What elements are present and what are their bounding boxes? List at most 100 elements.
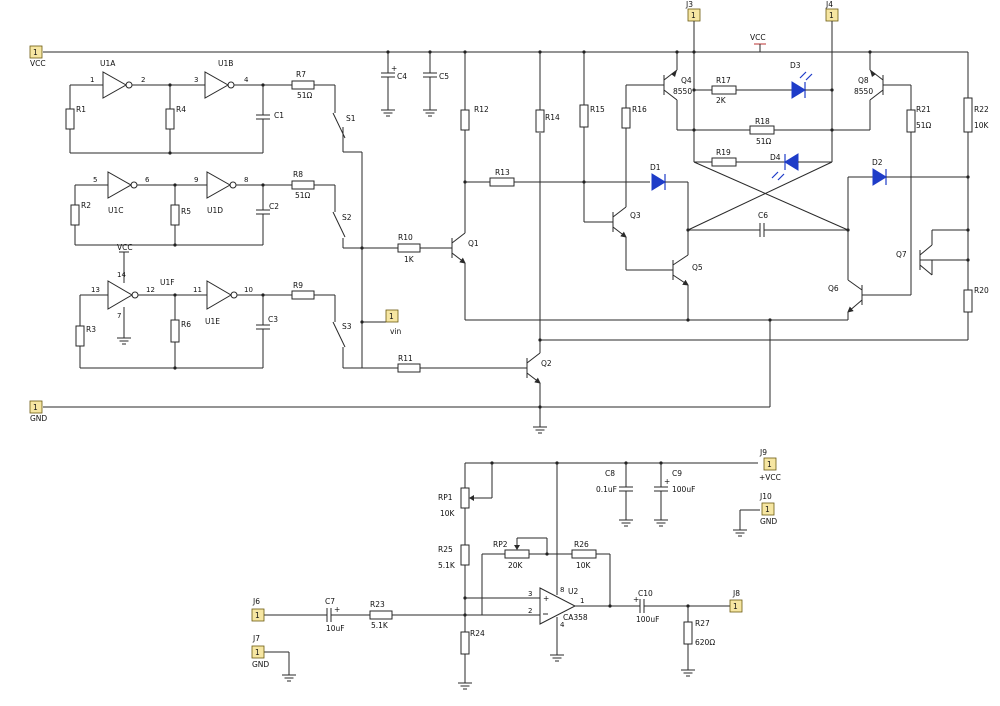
pin-label: 9	[194, 176, 198, 184]
resistor-r15: R15	[590, 105, 605, 114]
capacitor-c5: C5	[439, 72, 449, 81]
resistor-r24: R24	[470, 629, 485, 638]
resistor-r1: R1	[76, 105, 86, 114]
resistor-r7: R7	[296, 70, 306, 79]
polarity-mark: +	[391, 64, 397, 73]
pot-rp1-label: RP1	[438, 493, 453, 502]
resistor-r12: R12	[474, 105, 489, 114]
resistor-r8-value: 51Ω	[295, 191, 311, 200]
pin-label: 3	[194, 76, 198, 84]
resistor-r21-value: 51Ω	[916, 121, 932, 130]
pin-label: 3	[528, 590, 532, 598]
h-bridge-cross: C6	[686, 161, 850, 237]
diode-d3-label: D3	[790, 61, 801, 70]
resistor-r6: R6	[181, 320, 191, 329]
diode-d4-label: D4	[770, 153, 781, 162]
vin-port[interactable]: 1 vin	[385, 309, 402, 336]
h-bridge-right: Q8 8550 R21 51Ω R22 10K D2 Q6 Q7 R20	[768, 50, 990, 322]
pin-label: 2	[528, 607, 532, 615]
resistor-r26-value: 10K	[576, 561, 592, 570]
pot-rp2-label: RP2	[493, 540, 508, 549]
j4-port[interactable]: J4 1	[825, 0, 839, 162]
opamp-ref: U2	[568, 587, 578, 596]
port-ref: J3	[685, 0, 693, 9]
indicator-network-2: R19 D4	[694, 148, 832, 181]
switch-s1-label: S1	[346, 114, 356, 123]
port-ref: J9	[759, 448, 767, 457]
resistor-r8: R8	[293, 170, 303, 179]
j9-port[interactable]: J9 1 +VCC	[759, 448, 781, 482]
pot-rp1-value: 10K	[440, 509, 456, 518]
gate-u1c-label: U1C	[108, 206, 124, 215]
port-number: 1	[765, 505, 770, 514]
pin-label: 4	[560, 621, 565, 629]
port-label: GND	[760, 517, 777, 526]
resistor-r4: R4	[176, 105, 186, 114]
transistor-q8-label: Q8	[858, 76, 869, 85]
port-number: 1	[389, 312, 394, 321]
pin-label: 10	[244, 286, 253, 294]
j7-port[interactable]: J7 1 GND	[251, 634, 269, 669]
pin-label: 8	[244, 176, 248, 184]
switch-s3[interactable]: S3	[332, 321, 352, 348]
j10-port[interactable]: J10 1 GND	[759, 492, 777, 526]
resistor-r25-value: 5.1K	[438, 561, 456, 570]
pot-rp2-value: 20K	[508, 561, 524, 570]
switch-s1[interactable]: S1	[332, 112, 356, 152]
switch-bus	[342, 151, 398, 369]
vcc-input-port[interactable]: 1 VCC	[29, 45, 46, 68]
port-label: +VCC	[759, 473, 781, 482]
transistor-q3-label: Q3	[630, 211, 641, 220]
gnd-input-port[interactable]: 1 GND	[29, 400, 47, 423]
pin-label: 7	[117, 312, 121, 320]
transistor-q4-value: 8550	[673, 87, 692, 96]
port-number: 1	[33, 48, 38, 57]
port-label: VCC	[30, 59, 46, 68]
top-vcc-symbol: VCC	[750, 33, 766, 52]
gate-u1e-label: U1E	[205, 317, 220, 326]
gate-u1a-label: U1A	[100, 59, 116, 68]
pin-label: 8	[560, 586, 564, 594]
port-label: vin	[390, 327, 402, 336]
switch-s2-label: S2	[342, 213, 352, 222]
capacitor-c9-value: 100uF	[672, 485, 695, 494]
polarity-mark: +	[334, 605, 340, 614]
pin-label: 14	[117, 271, 126, 279]
resistor-r10-value: 1K	[404, 255, 415, 264]
port-number: 1	[829, 11, 834, 20]
port-number: 1	[691, 11, 696, 20]
port-ref: J7	[252, 634, 260, 643]
capacitor-c8: C8	[605, 469, 615, 478]
h-bridge-q5: D1 Q5	[582, 163, 703, 322]
power-rails	[43, 51, 969, 408]
u1f-vcc-label: VCC	[117, 243, 133, 252]
resistor-r20: R20	[974, 286, 989, 295]
pin-label: 13	[91, 286, 100, 294]
resistor-r23: R23	[370, 600, 385, 609]
driver-q2: R11 Q2	[397, 133, 552, 434]
indicator-network: R17 2K D3 R18 51Ω	[677, 61, 870, 146]
gate-u1d-label: U1D	[207, 206, 223, 215]
oscillator-1: U1A 1 2 U1B 3 4 R1 R4 C1 R7 51Ω	[65, 59, 336, 155]
j6-port[interactable]: J6 1	[251, 597, 265, 622]
resistor-r22-value: 10K	[974, 121, 990, 130]
resistor-r18: R18	[755, 117, 770, 126]
polarity-mark: +	[633, 595, 639, 604]
capacitor-c8-value: 0.1uF	[596, 485, 617, 494]
amplifier-section: RP1 10K R25 5.1K R24 C8 0.1uF + C9 100uF	[264, 461, 760, 690]
port-ref: J6	[252, 597, 260, 606]
transistor-q2-label: Q2	[541, 359, 552, 368]
capacitor-c1: C1	[274, 111, 284, 120]
switch-s2[interactable]: S2	[332, 211, 352, 238]
capacitor-c2: C2	[269, 202, 279, 211]
vcc-symbol-label: VCC	[750, 33, 766, 42]
resistor-r23-value: 5.1K	[371, 621, 389, 630]
resistor-r11: R11	[398, 354, 413, 363]
j8-port[interactable]: J8 1	[729, 589, 743, 613]
capacitor-c7: C7	[325, 597, 335, 606]
opamp-plus: +	[543, 594, 549, 603]
polarity-mark: +	[664, 477, 670, 486]
resistor-r17: R17	[716, 76, 731, 85]
